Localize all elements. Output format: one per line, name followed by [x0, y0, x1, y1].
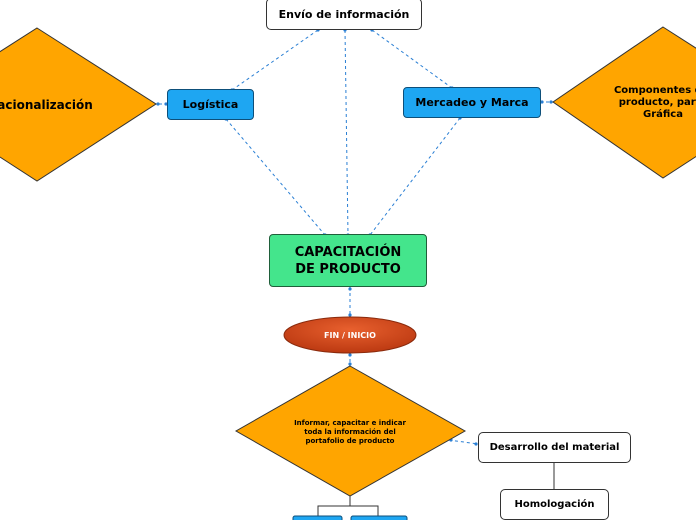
connector-envio-capacitacion: [344, 29, 349, 236]
desarrollo-material-node[interactable]: Desarrollo del material: [478, 432, 631, 463]
componentes-diamond[interactable]: [552, 26, 696, 179]
fin-inicio-label: FIN / INICIO: [324, 330, 376, 340]
child-box-left[interactable]: [292, 515, 343, 520]
mercadeo-marca-node[interactable]: Mercadeo y Marca: [403, 87, 541, 118]
connector-logistica-capacitacion: [225, 118, 326, 236]
homologacion-node[interactable]: Homologación: [500, 489, 609, 520]
envio-informacion-node[interactable]: Envío de información: [266, 0, 422, 30]
connector-envio-mercadeo: [371, 29, 453, 89]
capacitacion-producto-node[interactable]: CAPACITACIÓN DE PRODUCTO: [269, 234, 427, 287]
child-box-right[interactable]: [350, 515, 408, 520]
componentes-label: Componentes del producto, parte Gráfica: [613, 85, 696, 120]
connector-informar-child-right: [350, 505, 379, 520]
nacionalizacion-diamond[interactable]: [0, 27, 157, 182]
logistica-node[interactable]: Logística: [167, 89, 254, 120]
connector-informar-desarrollo: [448, 439, 479, 445]
informar-diamond[interactable]: [234, 365, 467, 497]
fin-inicio-ellipse[interactable]: [283, 316, 417, 354]
connector-mercadeo-capacitacion: [369, 117, 461, 236]
connector-envio-logistica: [231, 29, 319, 91]
nacionalizacion-label: Nacionalización: [0, 98, 93, 112]
informar-label: Informar, capacitar e indicar toda la in…: [294, 418, 406, 445]
connector-informar-children: [317, 496, 351, 520]
